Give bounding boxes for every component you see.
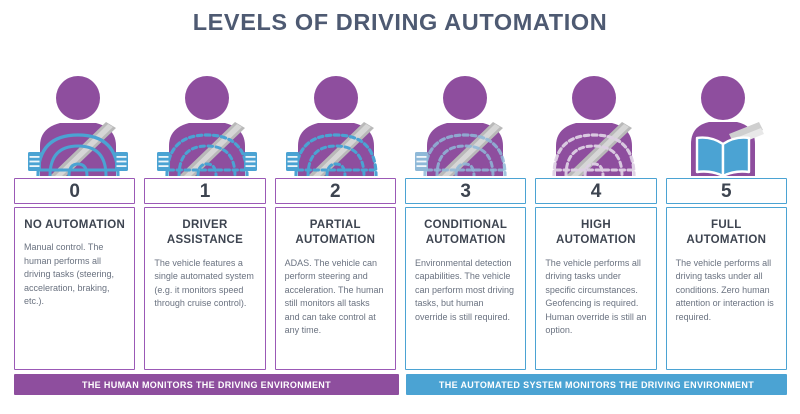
level-number: 4	[590, 180, 602, 202]
level-number: 2	[330, 180, 341, 202]
level-number: 5	[721, 180, 732, 202]
level-number-box-2: 2	[274, 178, 396, 204]
level-number-box-0: 0	[14, 178, 136, 204]
level-body-box-1: DRIVER ASSISTANCE The vehicle features a …	[144, 207, 266, 370]
icon-cell-level-0	[14, 72, 143, 176]
level-body-box-3: CONDITIONAL AUTOMATION Environmental dete…	[404, 207, 527, 370]
level-body-box-4: HIGH AUTOMATION The vehicle performs all …	[535, 207, 657, 370]
icon-cell-level-3	[400, 72, 529, 176]
level-description: The vehicle performs all driving tasks u…	[675, 257, 774, 322]
level-body-box-0: NO AUTOMATION Manual control. The human p…	[14, 207, 136, 370]
level-heading: NO AUTOMATION	[24, 219, 126, 231]
level-heading: FULL AUTOMATION	[686, 219, 767, 247]
icon-cell-level-1	[143, 72, 272, 176]
level-number: 0	[69, 180, 80, 202]
driver-no-wheel-icon	[552, 76, 636, 176]
level-number-box-4: 4	[535, 178, 657, 204]
icon-cell-level-2	[272, 72, 401, 176]
icon-cell-level-4	[529, 72, 658, 176]
driver-dashed-wheel-icon	[157, 76, 258, 176]
level-heading: HIGH AUTOMATION	[556, 219, 636, 247]
monitoring-banner-row: THE HUMAN MONITORS THE DRIVING ENVIRONME…	[14, 374, 787, 395]
level-heading: DRIVER ASSISTANCE	[166, 219, 244, 247]
icon-cell-level-5	[658, 72, 787, 176]
level-description: Manual control. The human performs all d…	[24, 242, 115, 307]
driver-hands-on-wheel-icon	[28, 76, 129, 176]
level-card-0[interactable]: 0 NO AUTOMATION Manual control. The human …	[14, 178, 136, 370]
level-number: 3	[460, 180, 471, 202]
driver-one-hand-wheel-icon	[286, 76, 378, 176]
level-number: 1	[199, 180, 211, 202]
banner-human-monitors: THE HUMAN MONITORS THE DRIVING ENVIRONME…	[14, 374, 399, 395]
driver-faded-wheel-icon	[414, 76, 507, 176]
passenger-reading-book-icon	[690, 76, 764, 176]
level-description: ADAS. The vehicle can perform steering a…	[284, 257, 384, 336]
levels-card-row: 0 NO AUTOMATION Manual control. The human …	[14, 178, 787, 370]
icon-row	[14, 72, 787, 176]
level-description: Environmental detection capabilities. Th…	[414, 257, 515, 322]
level-heading: PARTIAL AUTOMATION	[295, 219, 376, 247]
level-description: The vehicle performs all driving tasks u…	[545, 257, 647, 336]
level-number-box-5: 5	[665, 178, 787, 204]
level-number-box-1: 1	[144, 178, 266, 204]
level-heading: CONDITIONAL AUTOMATION	[424, 219, 508, 247]
level-description: The vehicle features a single automated …	[154, 257, 254, 309]
level-body-box-5: FULL AUTOMATION The vehicle performs all …	[665, 207, 787, 370]
banner-system-monitors: THE AUTOMATED SYSTEM MONITORS THE DRIVIN…	[406, 374, 787, 395]
level-number-box-3: 3	[404, 178, 527, 204]
page-title: LEVELS OF DRIVING AUTOMATION	[192, 9, 608, 35]
level-body-box-2: PARTIAL AUTOMATION ADAS. The vehicle can …	[274, 207, 396, 370]
